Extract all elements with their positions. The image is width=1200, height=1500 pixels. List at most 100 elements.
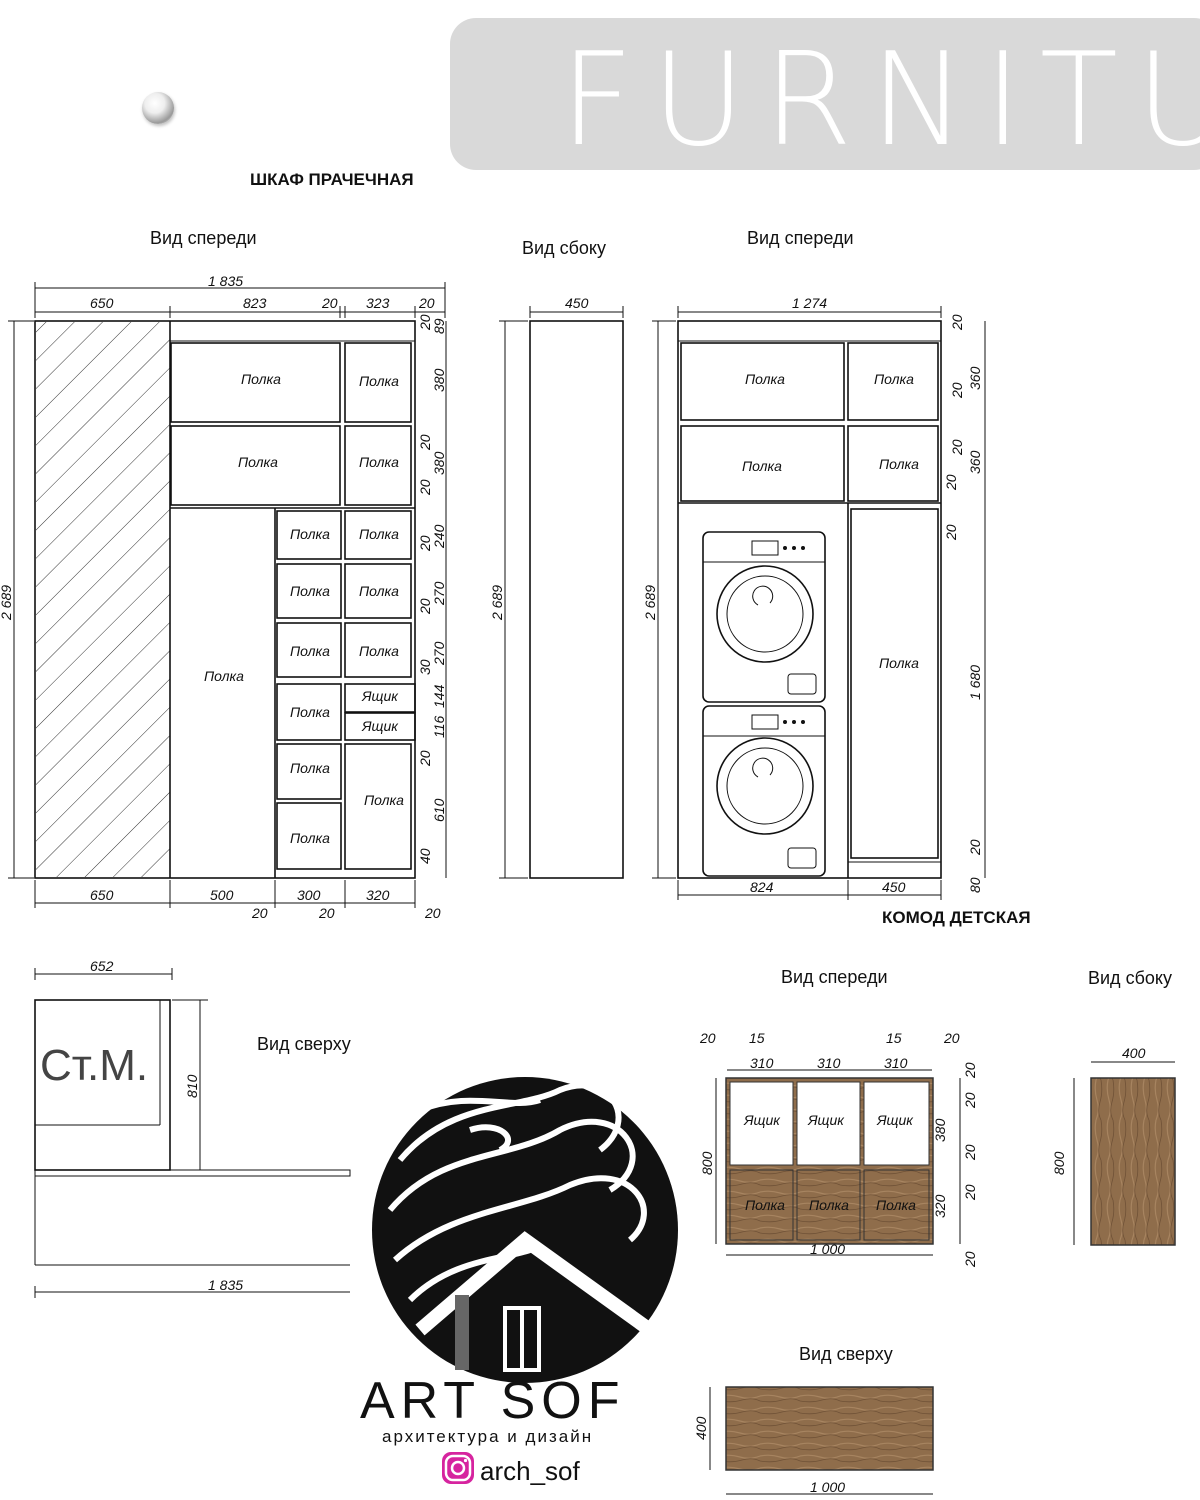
bdim-450: 450 xyxy=(882,879,906,895)
bdim-20: 20 xyxy=(424,905,441,921)
rdim: 116 xyxy=(431,715,447,738)
logo: ART SOF архитектура и дизайн arch_sof xyxy=(360,1077,678,1486)
dresser-rdim: 20 xyxy=(962,1144,978,1161)
dresser-rdim: 20 xyxy=(962,1184,978,1201)
dresser-width: 1 000 xyxy=(810,1241,845,1257)
dresser-front-view-title: Вид спереди xyxy=(781,967,888,987)
shelf-label: Полка xyxy=(745,1197,785,1213)
laundry-side-view: 450 2 689 xyxy=(489,295,624,879)
dim-20: 20 xyxy=(321,295,338,311)
rdim: 380 xyxy=(431,368,447,392)
dresser-side-depth: 400 xyxy=(1122,1045,1146,1061)
rdim: 270 xyxy=(431,581,447,606)
dresser-dim: 20 xyxy=(699,1030,716,1046)
laundry-front-view: 1 835 650 823 20 323 20 2 689 Полка Полк… xyxy=(0,273,447,921)
dresser-rdim: 20 xyxy=(962,1062,978,1079)
dresser-dim: 15 xyxy=(886,1030,902,1046)
rdim2: 20 xyxy=(967,839,983,856)
rdim2: 20 xyxy=(943,474,959,491)
dim-height: 2 689 xyxy=(0,585,14,621)
shelf-label: Полка xyxy=(745,371,785,387)
banner-title: FURNITURE xyxy=(560,26,1200,175)
drawer-label: Ящик xyxy=(743,1112,781,1128)
drawer-label: Ящик xyxy=(876,1112,914,1128)
dresser-height: 800 xyxy=(699,1151,715,1175)
bdim-20: 20 xyxy=(251,905,268,921)
dim-total-width: 1 835 xyxy=(208,273,243,289)
rdim2: 360 xyxy=(967,450,983,474)
rdim: 610 xyxy=(431,798,447,822)
rdim2: 360 xyxy=(967,366,983,390)
laundry-top-view-title: Вид сверху xyxy=(257,1034,351,1054)
dresser-dim: 15 xyxy=(749,1030,765,1046)
rdim2: 20 xyxy=(943,524,959,541)
washing-machine-icon xyxy=(702,705,826,877)
bdim-500: 500 xyxy=(210,887,234,903)
rdim: 20 xyxy=(417,314,433,331)
brand-name: ART SOF xyxy=(360,1372,625,1430)
dresser-top-view-title: Вид сверху xyxy=(799,1344,893,1364)
shelf-label: Полка xyxy=(809,1197,849,1213)
dresser-title: КОМОД ДЕТСКАЯ xyxy=(882,908,1031,927)
rdim: 270 xyxy=(431,641,447,666)
dresser-front-view: 20 15 15 20 310 310 310 Ящик Ящик Ящик П… xyxy=(699,1030,978,1268)
rdim: 30 xyxy=(417,659,433,675)
dresser-top-width: 1 000 xyxy=(810,1479,845,1495)
laundry-front2-view: 1 274 2 689 Полка Полка Полка Полка Полк… xyxy=(642,295,986,900)
rdim: 89 xyxy=(431,318,447,334)
bdim-20: 20 xyxy=(318,905,335,921)
dim-top-652: 652 xyxy=(90,958,114,974)
laundry-front-view-title: Вид спереди xyxy=(150,228,257,248)
droplet-icon xyxy=(142,92,174,124)
bdim-320: 320 xyxy=(366,887,390,903)
rdim2: 20 xyxy=(949,314,965,331)
shelf-label: Полка xyxy=(879,655,919,671)
bdim-824: 824 xyxy=(750,879,774,895)
rdim: 20 xyxy=(417,535,433,552)
shelf-label: Полка xyxy=(364,792,404,808)
shelf-label: Полка xyxy=(874,371,914,387)
dim-front2-height: 2 689 xyxy=(642,585,658,621)
rdim: 20 xyxy=(417,750,433,767)
washer-label: Ст.М. xyxy=(40,1041,148,1090)
shelf-label: Полка xyxy=(359,454,399,470)
rdim: 380 xyxy=(431,451,447,475)
dresser-rdim: 20 xyxy=(962,1092,978,1109)
dim-823: 823 xyxy=(243,295,267,311)
dresser-top-view: 400 1 000 xyxy=(693,1386,934,1495)
rdim: 20 xyxy=(417,598,433,615)
shelf-label: Полка xyxy=(290,704,330,720)
rdim2: 20 xyxy=(949,382,965,399)
drawer-label: Ящик xyxy=(361,718,399,734)
bdim-650: 650 xyxy=(90,887,114,903)
shelf-label: Полка xyxy=(359,643,399,659)
shelf-label: Полка xyxy=(290,760,330,776)
drawer-label: Ящик xyxy=(361,688,399,704)
bdim-300: 300 xyxy=(297,887,321,903)
laundry-side-view-title: Вид сбоку xyxy=(522,238,606,258)
shelf-label: Полка xyxy=(290,643,330,659)
dresser-rdim: 380 xyxy=(932,1118,948,1142)
dim-top-1835: 1 835 xyxy=(208,1277,243,1293)
house-icon xyxy=(415,1231,655,1372)
laundry-front2-view-title: Вид спереди xyxy=(747,228,854,248)
dresser-top-depth: 400 xyxy=(693,1416,709,1440)
dresser-dim: 310 xyxy=(817,1055,841,1071)
dim-front2-width: 1 274 xyxy=(792,295,827,311)
dresser-dim: 20 xyxy=(943,1030,960,1046)
dim-side-height: 2 689 xyxy=(489,585,505,621)
brand-subtitle: архитектура и дизайн xyxy=(382,1427,593,1446)
dresser-dim: 310 xyxy=(884,1055,908,1071)
shelf-label: Полка xyxy=(238,454,278,470)
rdim: 20 xyxy=(417,434,433,451)
rdim2: 20 xyxy=(949,439,965,456)
shelf-label: Полка xyxy=(879,456,919,472)
instagram-handle[interactable]: arch_sof xyxy=(480,1456,580,1486)
washing-machine-icon xyxy=(702,531,826,703)
dresser-rdim: 20 xyxy=(962,1251,978,1268)
rdim: 144 xyxy=(431,684,447,708)
instagram-icon[interactable] xyxy=(442,1452,474,1484)
dim-20b: 20 xyxy=(418,295,435,311)
dresser-side-view-title: Вид сбоку xyxy=(1088,968,1172,988)
shelf-label: Полка xyxy=(359,373,399,389)
